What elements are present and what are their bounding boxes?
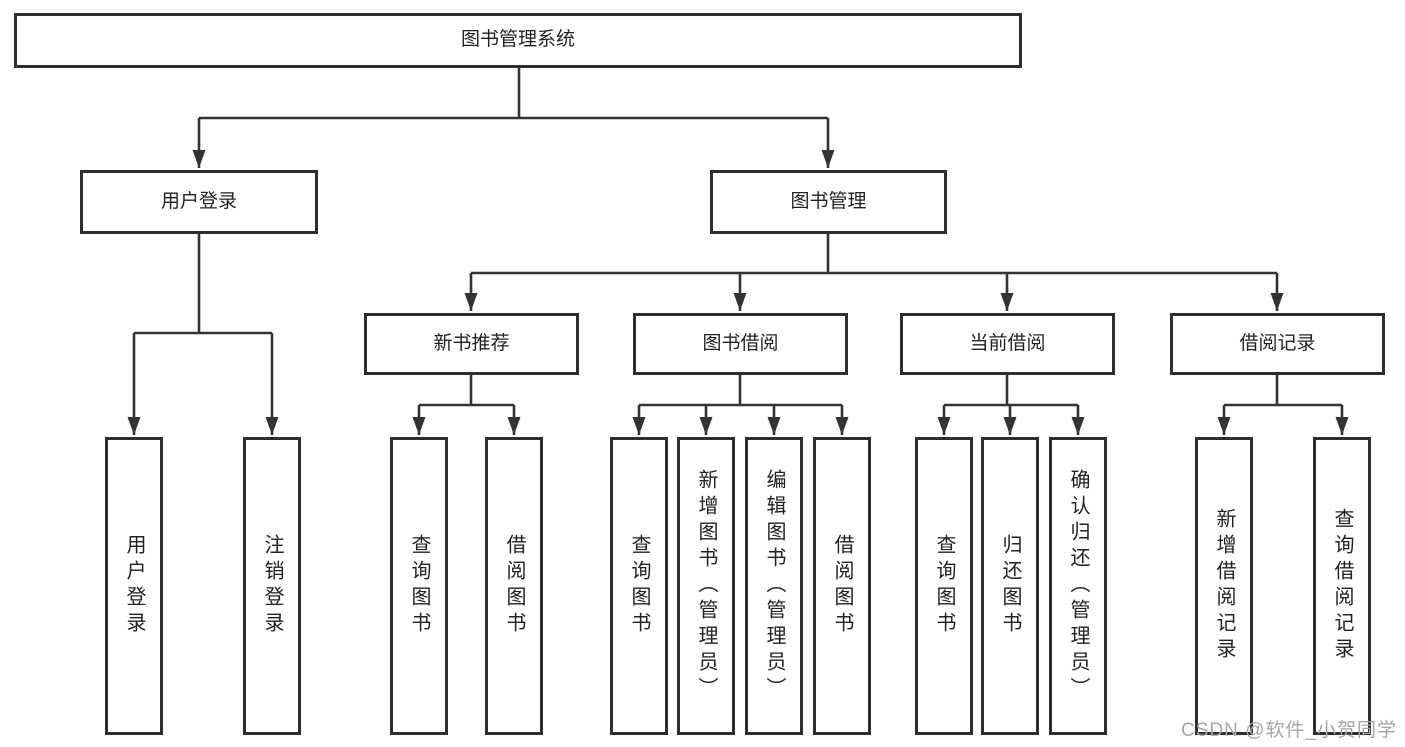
node-book-borrow: 图书借阅 [633, 313, 848, 375]
node-book-management: 图书管理 [710, 170, 947, 234]
leaf-query-books-current: 查询图书 [915, 437, 973, 735]
leaf-confirm-return-admin: 确认归还（管理员） [1049, 437, 1107, 735]
node-label: 新书推荐 [433, 332, 510, 354]
node-label: 查询图书 [408, 534, 430, 638]
node-root-library-system: 图书管理系统 [14, 13, 1022, 68]
node-label: 用户登录 [160, 190, 237, 212]
node-borrow-records: 借阅记录 [1170, 313, 1385, 375]
node-label: 确认归还（管理员） [1067, 469, 1089, 703]
leaf-add-books-admin: 新增图书（管理员） [677, 437, 735, 735]
node-label: 借阅图书 [831, 534, 853, 638]
node-label: 借阅记录 [1239, 332, 1316, 354]
leaf-borrow-books: 借阅图书 [813, 437, 871, 735]
leaf-edit-books-admin: 编辑图书（管理员） [745, 437, 803, 735]
leaf-add-borrow-record: 新增借阅记录 [1195, 437, 1253, 735]
node-label: 图书管理系统 [460, 29, 575, 51]
csdn-watermark: CSDN @软件_小贺同学 [1181, 720, 1397, 741]
node-label: 用户登录 [123, 534, 145, 638]
node-label: 当前借阅 [969, 332, 1046, 354]
node-label: 新增借阅记录 [1213, 508, 1235, 664]
leaf-logout: 注销登录 [243, 437, 301, 735]
node-label: 图书管理 [790, 190, 867, 212]
node-label: 借阅图书 [503, 534, 525, 638]
leaf-query-books-borrow: 查询图书 [610, 437, 668, 735]
node-label: 查询借阅记录 [1331, 508, 1353, 664]
leaf-query-books-recommend: 查询图书 [390, 437, 448, 735]
node-label: 新增图书（管理员） [695, 469, 717, 703]
node-label: 编辑图书（管理员） [763, 469, 785, 703]
node-current-borrow: 当前借阅 [900, 313, 1115, 375]
node-new-book-recommend: 新书推荐 [364, 313, 579, 375]
node-user-login: 用户登录 [80, 170, 318, 234]
leaf-borrow-books-recommend: 借阅图书 [485, 437, 543, 735]
node-label: 注销登录 [261, 534, 283, 638]
leaf-user-login: 用户登录 [105, 437, 163, 735]
node-label: 查询图书 [628, 534, 650, 638]
node-label: 图书借阅 [702, 332, 779, 354]
leaf-query-borrow-record: 查询借阅记录 [1313, 437, 1371, 735]
node-label: 查询图书 [933, 534, 955, 638]
leaf-return-books: 归还图书 [981, 437, 1039, 735]
node-label: 归还图书 [999, 534, 1021, 638]
